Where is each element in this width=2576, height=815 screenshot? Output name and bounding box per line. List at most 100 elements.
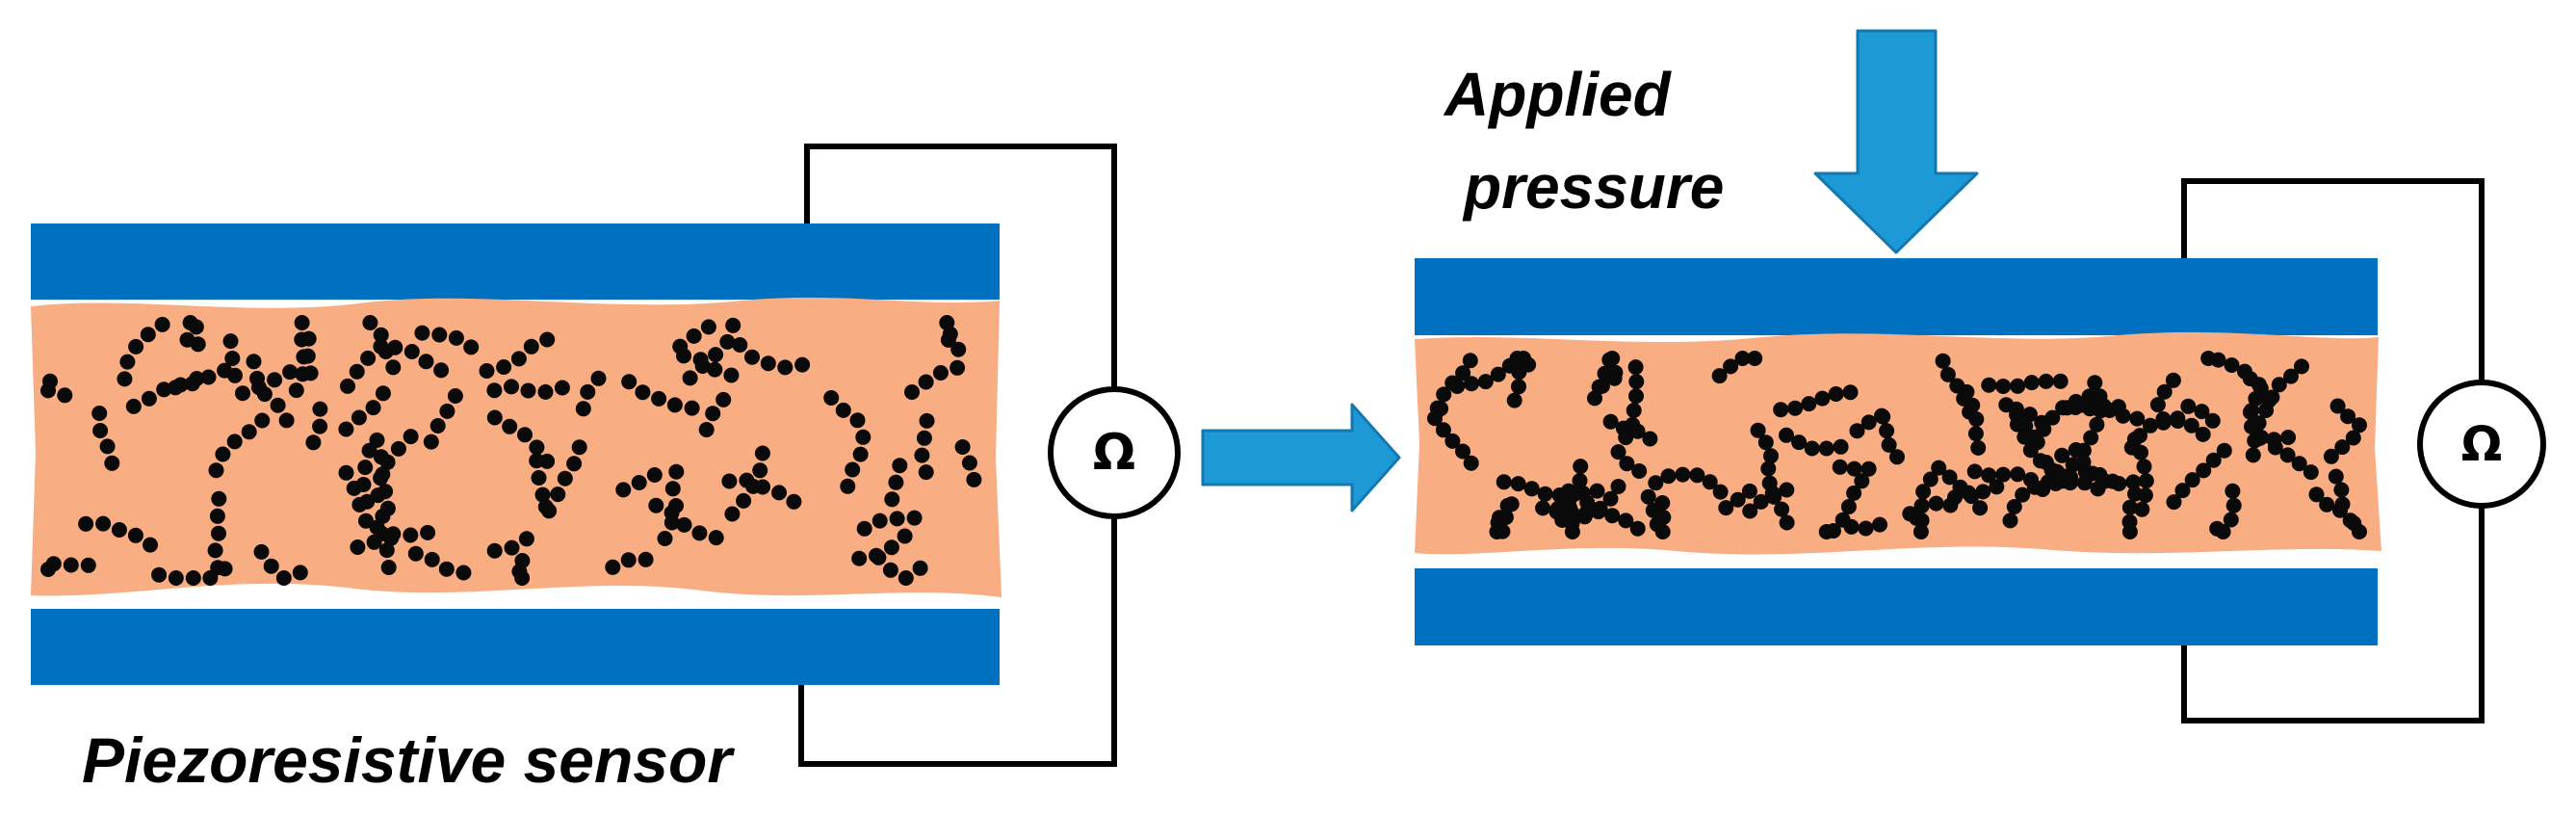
conductive-particle [1779,427,1794,443]
conductive-particle [282,364,299,381]
conductive-particle [950,341,967,357]
conductive-particle [1801,396,1817,412]
conductive-particle [1464,376,1479,392]
conductive-particle [1602,490,1619,507]
conductive-particle [646,467,663,483]
conductive-particle [1511,364,1527,381]
conductive-particle [92,423,109,438]
conductive-particle [463,339,480,355]
conductive-particle [351,409,367,426]
conductive-particle [1516,351,1531,366]
conductive-particle [502,418,518,434]
conductive-particle [227,367,243,383]
conductive-particle [1572,473,1588,488]
conductive-particle [845,461,861,478]
conductive-particle [2319,496,2335,513]
conductive-particle [1573,459,1589,475]
conductive-particle [1702,474,1718,490]
conductive-particle [786,493,802,510]
conductive-particle [1989,479,2005,495]
conductive-particle [1510,476,1526,492]
conductive-particle [1761,475,1778,491]
conductive-particle [898,570,914,586]
conductive-particle [246,354,262,370]
conductive-particle [672,338,689,355]
conductive-particle [270,397,286,413]
conductive-particle [517,427,533,443]
conductive-particle [620,552,637,568]
conductive-particle [256,386,273,403]
conductive-particle [420,524,436,540]
ohmmeter-icon: Ω [2461,416,2503,472]
conductive-particle [872,513,888,529]
conductive-particle [1995,466,2012,483]
conductive-particle [429,418,446,434]
conductive-particle [892,458,908,474]
conductive-particle [40,562,56,577]
conductive-particle [172,377,189,393]
conductive-particle [529,453,545,469]
conductive-particle [1619,456,1635,472]
conductive-particle [1564,524,1580,539]
conductive-particle [514,570,531,586]
conductive-particle [1763,448,1779,464]
conductive-particle [2065,457,2081,473]
conductive-particle [210,560,226,576]
conductive-particle [168,570,184,586]
conductive-particle [2224,357,2240,373]
conductive-particles-right [1427,351,2367,539]
conductive-particle [2132,428,2148,444]
conductive-particle [897,528,913,544]
conductive-particle [431,327,448,343]
conductive-particle [504,539,520,556]
conductive-particle [2334,496,2351,513]
conductive-particle [918,464,934,481]
conductive-particle [423,434,439,450]
conductive-particle [554,380,570,396]
conductive-particle [2170,410,2186,427]
conductive-particle [496,359,512,375]
conductive-particles-left [40,315,982,586]
conductive-particle [57,387,73,404]
conductive-particle [651,390,667,407]
conductive-particle [292,565,308,581]
conductive-particle [760,355,776,372]
conductive-particle [852,446,869,462]
conductive-particle [2264,389,2280,406]
conductive-particle [357,460,374,476]
conductive-particle [2129,410,2146,427]
conductive-particle [156,381,172,398]
conductive-particle [1881,436,1897,453]
conductive-particle [2345,430,2361,446]
conductive-particle [2121,499,2138,515]
conductive-particle [418,354,434,370]
conductive-particle [889,511,905,527]
conductive-particle [2115,408,2131,424]
conductive-particle [2283,368,2299,384]
conductive-particle [365,400,381,416]
conductive-particle [2328,468,2344,485]
conductive-particle [580,383,596,400]
conductive-particle [1463,455,1479,471]
conductive-particle [794,356,811,373]
conductive-particle [2138,473,2154,489]
conductive-particle [373,449,389,465]
conductive-particle [1833,438,1849,455]
conductive-particle [1773,402,1789,418]
conductive-particle [2023,472,2039,487]
conductive-particle [294,315,310,330]
conductive-particle [154,316,170,332]
conductive-particle [2143,417,2158,434]
conductive-particle [1436,386,1452,403]
conductive-particle [2008,401,2024,417]
conductive-particle [1734,351,1751,366]
conductive-particle [2166,494,2182,511]
conductive-particle [539,331,556,348]
conductive-particle [1628,374,1645,390]
conductive-particle [275,570,292,586]
conductive-particle [1444,433,1461,449]
conductive-particle [732,337,748,353]
conductive-particle [267,372,283,388]
conductive-particle [510,351,527,367]
